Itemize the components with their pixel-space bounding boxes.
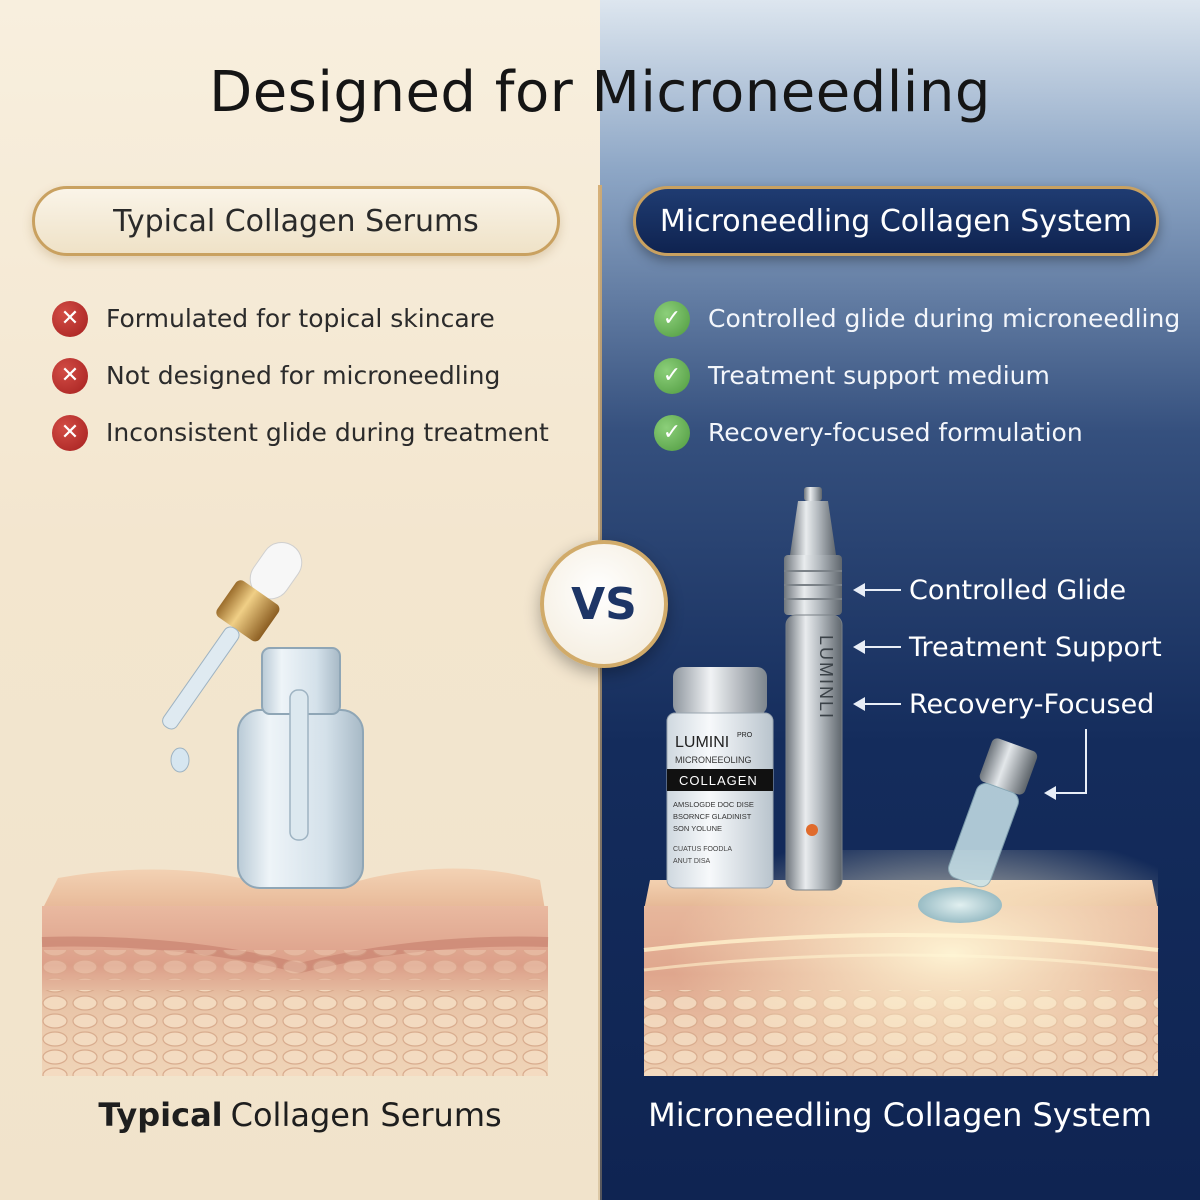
vs-label: VS [571,578,637,630]
elbow-arrow-icon [1044,729,1087,800]
arrow-left-icon [853,583,901,597]
list-item-label: Formulated for topical skincare [106,304,495,333]
list-item: ✕ Formulated for topical skincare [52,290,549,347]
list-item-label: Controlled glide during microneedling [708,304,1181,333]
list-item: ✓ Recovery-focused formulation [654,404,1180,461]
pen-tip [804,487,822,501]
right-skin-illustration [643,850,1159,1080]
vial-text-line: CUATUS FOODLA [673,846,732,853]
vial-label-band [667,769,773,791]
right-caption-label: Microneedling Collagen System [648,1096,1152,1134]
check-icon: ✓ [654,300,690,337]
callout-label: Controlled Glide [909,574,1127,606]
right-feature-list: ✓ Controlled glide during microneedling ✓… [654,290,1180,461]
skin-dermis-cells [42,950,548,980]
skin-fat-cells [42,990,548,1076]
list-item-label: Not designed for microneedling [106,361,501,390]
vial-brand: LUMINI [675,734,729,751]
right-header-label: Microneedling Collagen System [659,203,1133,239]
vial-cap [673,667,767,715]
callout-controlled-glide: Controlled Glide [853,570,1127,610]
vial-text-line: AMSLOGDE DOC DISE [673,800,754,809]
panel-divider [598,185,602,1200]
left-caption-bold: Typical [98,1096,223,1134]
dropper-pipette [289,689,309,841]
left-skin-illustration [41,868,549,1076]
pen-cartridge [790,501,836,555]
arrow-left-icon [853,640,901,654]
vial-text-line: SON YOLUNE [673,824,722,833]
list-item: ✓ Controlled glide during microneedling [654,290,1180,347]
left-feature-list: ✕ Formulated for topical skincare ✕ Not de… [52,290,549,461]
callout-treatment-support: Treatment Support [853,627,1162,667]
left-header-pill: Typical Collagen Serums [32,186,560,256]
page-title: Designed for Microneedling [209,60,991,125]
left-header-label: Typical Collagen Serums [113,203,479,239]
left-caption: Typical Collagen Serums [0,1090,600,1140]
vial-body [666,712,774,889]
check-icon: ✓ [654,357,690,394]
vial-text-line: ANUT DISA [673,858,711,865]
collagen-vial-illustration: LUMINI PRO MICRONEEOLING COLLAGEN AMSLOG… [666,667,774,889]
list-item-label: Inconsistent glide during treatment [106,418,549,447]
pen-power-indicator [806,824,818,836]
needle-cartridge-illustration [918,738,1038,923]
cartridge-gel-chamber [948,782,1019,888]
vial-text-line: BSORNCF GLADINIST [673,812,752,821]
list-item: ✕ Not designed for microneedling [52,347,549,404]
serum-drop [170,747,190,773]
vs-badge: VS [540,540,668,668]
list-item: ✕ Inconsistent glide during treatment [52,404,549,461]
x-icon: ✕ [52,300,88,337]
gold-collar [216,580,280,642]
callout-recovery-focused: Recovery-Focused [853,684,1155,724]
vial-brand-sup: PRO [737,732,753,739]
cartridge-cap [979,738,1038,795]
list-item: ✓ Treatment support medium [654,347,1180,404]
serum-bottle-illustration [162,541,364,889]
vial-subtitle: MICRONEEOLING [675,755,752,765]
right-caption: Microneedling Collagen System [600,1090,1200,1140]
pen-body [785,614,843,891]
microneedling-pen-illustration: LUMINLI [784,487,843,891]
skin-surface [42,868,545,910]
arrow-left-icon [853,697,901,711]
x-icon: ✕ [52,357,88,394]
check-icon: ✓ [654,414,690,451]
callout-label: Recovery-Focused [909,688,1155,720]
list-item-label: Treatment support medium [708,361,1050,390]
list-item-label: Recovery-focused formulation [708,418,1083,447]
pen-brand-label: LUMINLI [816,635,836,720]
vial-product-name: COLLAGEN [679,773,758,788]
left-caption-rest: Collagen Serums [230,1096,502,1134]
right-header-pill: Microneedling Collagen System [633,186,1159,256]
x-icon: ✕ [52,414,88,451]
dropper-tube [162,626,240,730]
gel-puddle [918,887,1002,923]
callout-label: Treatment Support [909,631,1162,663]
